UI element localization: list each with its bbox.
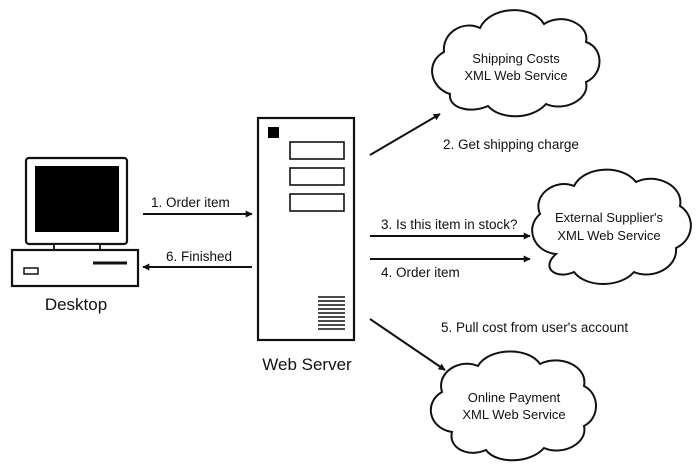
supplier-service-title: External Supplier's — [555, 210, 663, 225]
step-order-item-label: 1. Order item — [151, 195, 230, 210]
desktop-computer-icon — [10, 156, 140, 288]
supplier-service-subtitle: XML Web Service — [557, 228, 660, 243]
payment-service-title: Online Payment — [468, 390, 561, 405]
arrow-get-shipping — [369, 113, 441, 156]
server-vent-icon — [318, 296, 345, 330]
step-pull-cost-label: 5. Pull cost from user's account — [441, 320, 628, 335]
arrow-pull-cost — [369, 318, 446, 371]
shipping-service-cloud-icon — [431, 9, 601, 118]
payment-service-subtitle: XML Web Service — [462, 407, 565, 422]
web-server-icon — [256, 116, 356, 342]
payment-service-cloud-icon — [429, 350, 597, 462]
supplier-service-cloud-icon — [531, 168, 692, 285]
step-finished-label: 6. Finished — [166, 249, 232, 264]
desktop-label: Desktop — [45, 295, 107, 314]
step-get-shipping-label: 2. Get shipping charge — [443, 137, 579, 152]
shipping-service-title: Shipping Costs — [472, 51, 560, 66]
step-order-item-supplier-label: 4. Order item — [381, 265, 460, 280]
step-in-stock-label: 3. Is this item in stock? — [381, 217, 518, 232]
web-server-label: Web Server — [262, 355, 352, 374]
shipping-service-subtitle: XML Web Service — [464, 68, 567, 83]
